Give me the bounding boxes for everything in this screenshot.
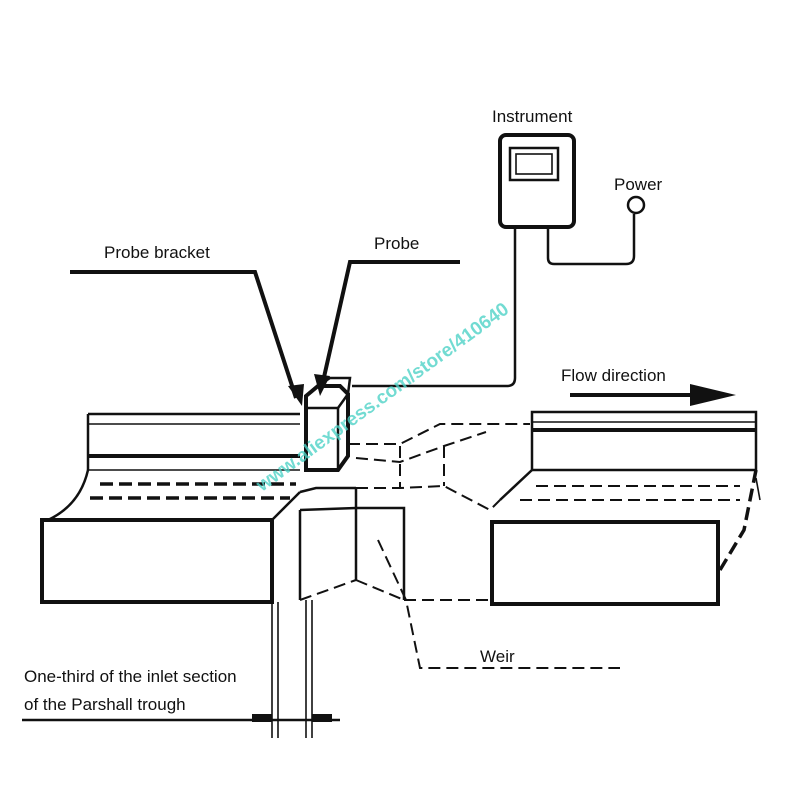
inlet-section [40,412,301,604]
leader-lines [70,260,736,406]
power-label: Power [614,175,663,194]
probe-label: Probe [374,234,419,253]
outlet-section [490,410,761,606]
inlet-caption-line2: of the Parshall trough [24,695,186,714]
throat-section [298,423,620,669]
store-watermark: www.aliexpress.com/store/410640 [252,299,513,497]
power-plug-icon [626,195,646,215]
inlet-caption-line1: One-third of the inlet section [24,667,237,686]
flow-direction-label: Flow direction [561,366,666,385]
reference-lines [22,600,340,738]
instrument-label: Instrument [492,107,573,126]
probe-assembly [304,376,352,472]
probe-bracket-label: Probe bracket [104,243,210,262]
weir-label: Weir [480,647,515,666]
instrument-unit [352,133,646,388]
